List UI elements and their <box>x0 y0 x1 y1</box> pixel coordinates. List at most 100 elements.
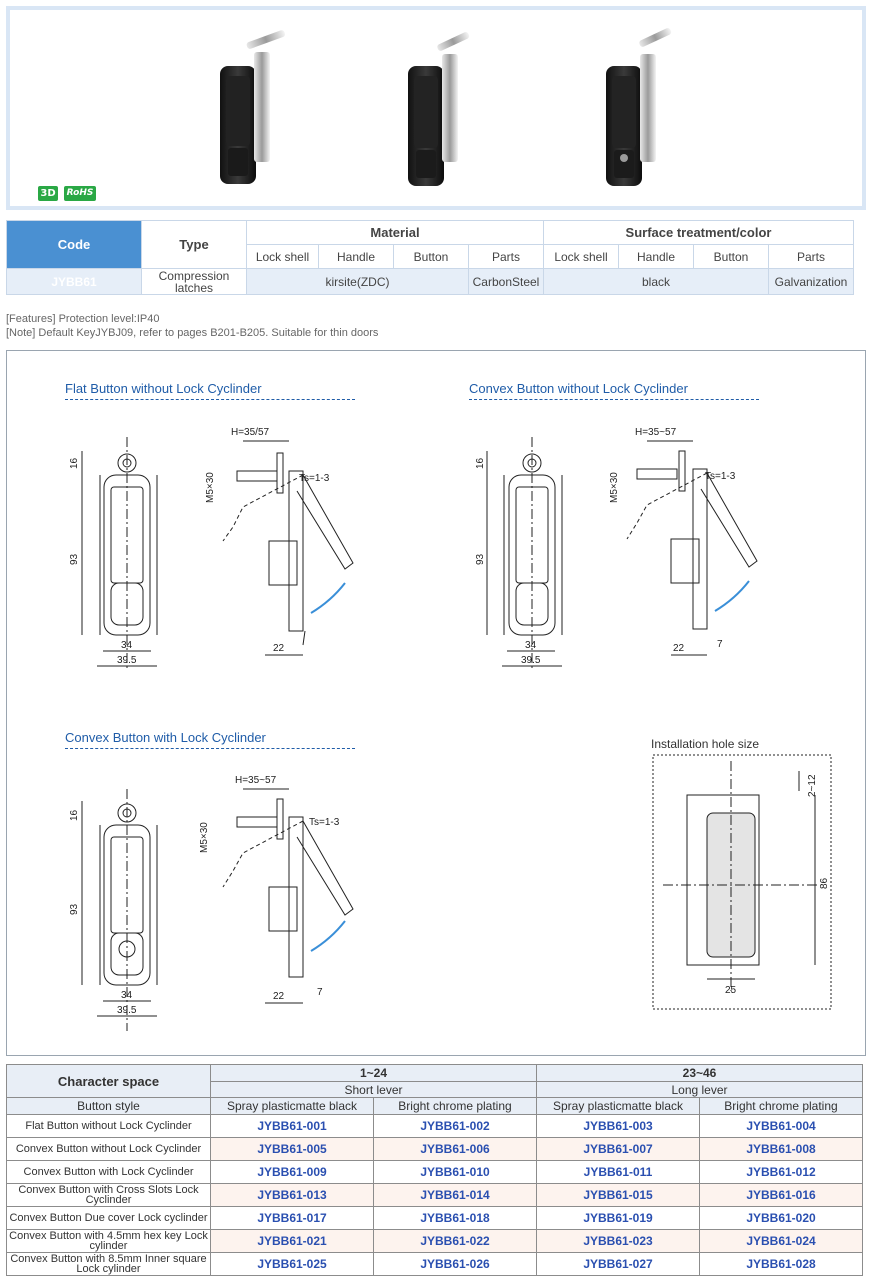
dim-ts-lock: Ts=1-3 <box>309 817 340 828</box>
part-code-cell: JYBB61-011 <box>536 1160 700 1184</box>
short-lever-header: Short lever <box>210 1081 537 1098</box>
part-code-cell: JYBB61-002 <box>373 1114 537 1138</box>
part-number-table: Character space 1~24 23~46 Short lever L… <box>6 1064 863 1276</box>
finish-header: Bright chrome plating <box>699 1097 863 1115</box>
3d-badge: 3D <box>38 186 58 201</box>
button-style-cell: Convex Button without Lock Cyclinder <box>6 1137 211 1161</box>
latch-photo-3 <box>606 28 672 186</box>
dim-2-12: 2~12 <box>807 774 818 797</box>
button-style-cell: Convex Button with Lock Cyclinder <box>6 1160 211 1184</box>
dim-395-lock: 39.5 <box>117 1005 137 1016</box>
part-code-cell: JYBB61-014 <box>373 1183 537 1207</box>
spec-table: Code Type Material Surface treatment/col… <box>6 220 854 295</box>
button-style-header: Button style <box>6 1097 211 1115</box>
type-header: Type <box>141 220 247 269</box>
finish-header: Spray plasticmatte black <box>536 1097 700 1115</box>
lock-button-title: Convex Button with Lock Cyclinder <box>65 730 355 749</box>
dim-34-lock: 34 <box>121 990 133 1001</box>
dim-h-lock: H=35~57 <box>235 775 277 786</box>
part-code-cell: JYBB61-008 <box>699 1137 863 1161</box>
convex-button-title: Convex Button without Lock Cyclinder <box>469 381 759 400</box>
dim-7-convex: 7 <box>717 639 723 650</box>
part-code-cell: JYBB61-007 <box>536 1137 700 1161</box>
part-code-cell: JYBB61-003 <box>536 1114 700 1138</box>
latch-photo-1 <box>220 30 285 184</box>
part-code-cell: JYBB61-005 <box>210 1137 374 1161</box>
part-code-cell: JYBB61-010 <box>373 1160 537 1184</box>
dim-m5-convex: M5×30 <box>609 472 620 503</box>
part-code-cell: JYBB61-027 <box>536 1252 700 1276</box>
part-code-cell: JYBB61-009 <box>210 1160 374 1184</box>
dim-93-lock: 93 <box>69 903 80 915</box>
part-code-cell: JYBB61-026 <box>373 1252 537 1276</box>
product-photo-strip: 3D RoHS <box>6 6 866 210</box>
dim-25: 25 <box>725 985 737 996</box>
part-code-cell: JYBB61-015 <box>536 1183 700 1207</box>
part-code-cell: JYBB61-004 <box>699 1114 863 1138</box>
convex-side-view <box>626 440 758 656</box>
dim-34-convex: 34 <box>525 640 537 651</box>
surface-parts-value: Galvanization <box>768 268 854 295</box>
drawing-canvas: H=35/57 Ts=1-3 M5×30 16 93 34 39.5 22 H=… <box>69 427 832 1031</box>
type-value: Compression latches <box>141 268 247 295</box>
flat-button-title: Flat Button without Lock Cyclinder <box>65 381 355 400</box>
latch-photo-2 <box>408 32 470 186</box>
part-code-cell: JYBB61-001 <box>210 1114 374 1138</box>
material-col: Parts <box>468 244 544 269</box>
dim-86: 86 <box>819 877 830 889</box>
surface-value: black <box>543 268 769 295</box>
surface-col: Button <box>693 244 769 269</box>
features-note: [Features] Protection level:IP40 <box>6 313 160 325</box>
install-hole-title: Installation hole size <box>651 737 760 751</box>
install-hole-view <box>652 754 832 1010</box>
part-code-cell: JYBB61-012 <box>699 1160 863 1184</box>
button-style-cell: Convex Button Due cover Lock cyclinder <box>6 1206 211 1230</box>
part-code-cell: JYBB61-016 <box>699 1183 863 1207</box>
code-value: JYBB61 <box>6 268 142 295</box>
button-style-cell: Convex Button with 8.5mm Inner square Lo… <box>6 1252 211 1276</box>
part-code-cell: JYBB61-020 <box>699 1206 863 1230</box>
character-space-header: Character space <box>6 1064 211 1098</box>
part-code-cell: JYBB61-006 <box>373 1137 537 1161</box>
dim-h-flat: H=35/57 <box>231 427 270 438</box>
dim-ts-flat: Ts=1-3 <box>299 473 330 484</box>
long-lever-header: Long lever <box>536 1081 863 1098</box>
material-col: Button <box>393 244 469 269</box>
convex-front-view <box>486 437 563 671</box>
part-code-cell: JYBB61-022 <box>373 1229 537 1253</box>
surface-header: Surface treatment/color <box>543 220 854 245</box>
product-photos <box>220 28 672 186</box>
surface-col: Handle <box>618 244 694 269</box>
button-style-cell: Flat Button without Lock Cyclinder <box>6 1114 211 1138</box>
dim-395-convex: 39.5 <box>521 655 541 666</box>
dim-m5-lock: M5×30 <box>199 822 210 853</box>
flat-side-view <box>222 440 354 656</box>
dim-m5-flat: M5×30 <box>205 472 216 503</box>
part-code-cell: JYBB61-017 <box>210 1206 374 1230</box>
part-code-cell: JYBB61-025 <box>210 1252 374 1276</box>
dim-7-lock: 7 <box>317 987 323 998</box>
part-code-cell: JYBB61-023 <box>536 1229 700 1253</box>
surface-col: Lock shell <box>543 244 619 269</box>
code-header: Code <box>6 220 142 269</box>
button-style-cell: Convex Button with 4.5mm hex key Lock cy… <box>6 1229 211 1253</box>
dim-22-flat: 22 <box>273 643 285 654</box>
dim-395-flat: 39.5 <box>117 655 137 666</box>
dim-h-convex: H=35~57 <box>635 427 677 438</box>
default-key-note: [Note] Default KeyJYBJ09, refer to pages… <box>6 327 379 339</box>
rohs-badge: RoHS <box>64 186 96 201</box>
dim-16-convex: 16 <box>475 457 486 469</box>
flat-front-view <box>81 437 158 671</box>
technical-drawing-panel: Flat Button without Lock Cyclinder Conve… <box>6 350 866 1056</box>
part-code-cell: JYBB61-019 <box>536 1206 700 1230</box>
part-code-cell: JYBB61-021 <box>210 1229 374 1253</box>
dim-93-flat: 93 <box>69 553 80 565</box>
dim-16-flat: 16 <box>69 457 80 469</box>
finish-header: Spray plasticmatte black <box>210 1097 374 1115</box>
dim-34-flat: 34 <box>121 640 133 651</box>
finish-header: Bright chrome plating <box>373 1097 537 1115</box>
range-2-header: 23~46 <box>536 1064 863 1082</box>
dim-ts-convex: Ts=1-3 <box>705 471 736 482</box>
dim-93-convex: 93 <box>475 553 486 565</box>
lock-front-view <box>81 789 158 1031</box>
